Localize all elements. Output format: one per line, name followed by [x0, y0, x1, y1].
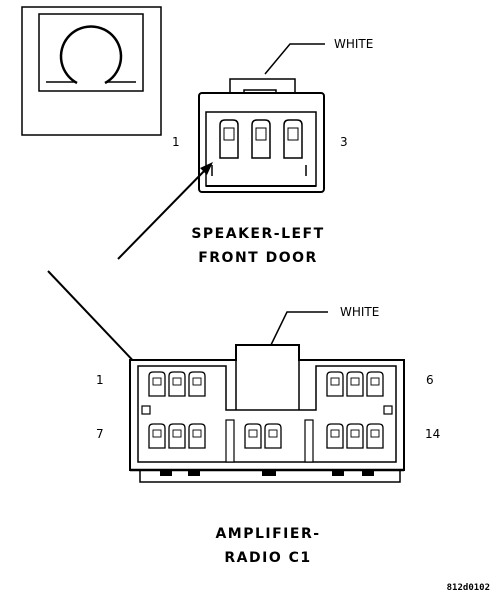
- amplifier-pin-6-label: 6: [426, 373, 434, 387]
- amplifier-pin-1-label: 1: [96, 373, 104, 387]
- pin-1-arrow: [117, 162, 213, 260]
- amplifier-cavity-keys: [152, 377, 380, 438]
- speaker-cavity-1: [219, 119, 239, 159]
- speaker-connector-title-line2: FRONT DOOR: [198, 250, 318, 266]
- amplifier-pin-14-label: 14: [425, 427, 440, 441]
- speaker-pin-1-label: 1: [172, 135, 180, 149]
- amplifier-pin-1-arrow: [47, 270, 144, 372]
- connector-face-view-icon: [21, 6, 162, 136]
- figure-reference-number: 812d0102: [447, 583, 490, 593]
- speaker-wire-color-label: WHITE: [334, 37, 373, 51]
- amplifier-wire-color-label: WHITE: [340, 305, 379, 319]
- amplifier-pin-7-label: 7: [96, 427, 104, 441]
- amplifier-connector-title-line2: RADIO C1: [224, 550, 311, 566]
- speaker-cavity-2: [251, 119, 271, 159]
- speaker-cavity-3: [283, 119, 303, 159]
- amplifier-connector-title-line1: AMPLIFIER-: [215, 526, 320, 542]
- speaker-pin-3-label: 3: [340, 135, 348, 149]
- amplifier-connector: WHITE: [96, 305, 440, 566]
- speaker-connector: WHITE 1 3 SPEAKER-LEFT FRONT DOOR: [172, 37, 373, 266]
- speaker-connector-title-line1: SPEAKER-LEFT: [191, 226, 324, 242]
